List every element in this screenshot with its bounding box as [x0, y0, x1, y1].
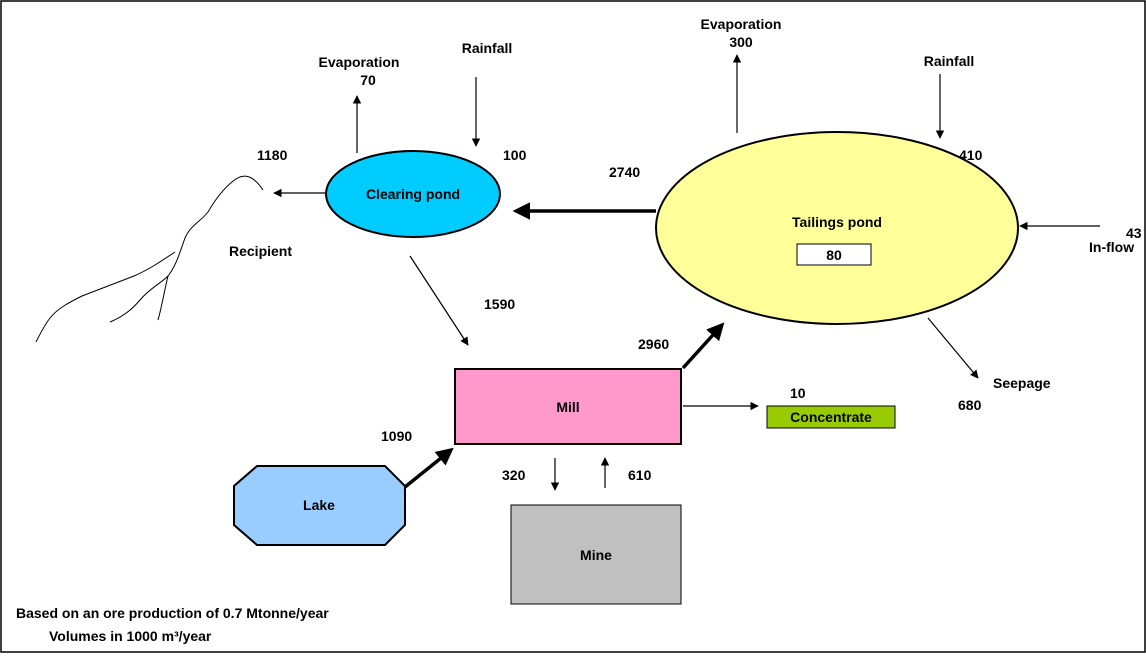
clearing-rainfall-label: Rainfall [462, 40, 513, 56]
clearing-pond-label: Clearing pond [366, 186, 460, 202]
seepage-value: 680 [958, 397, 982, 413]
mine-label: Mine [580, 547, 612, 563]
tailings-to-clearing-value: 2740 [609, 164, 640, 180]
lake-to-mill-value: 1090 [381, 428, 412, 444]
note-ore-production: Based on an ore production of 0.7 Mtonne… [16, 605, 329, 621]
mill-to-tailings-value: 2960 [638, 336, 669, 352]
mine-to-mill-value: 610 [628, 467, 652, 483]
tailings-evaporation-label: Evaporation [701, 16, 782, 32]
clearing-to-recipient-value: 1180 [257, 147, 288, 163]
mill-to-concentrate-value: 10 [790, 385, 806, 401]
clearing-evaporation-value: 70 [360, 72, 376, 88]
tailings-storage-box [796, 243, 872, 266]
mill-node [454, 368, 682, 445]
seepage-label: Seepage [993, 375, 1051, 391]
lake-node [233, 465, 406, 546]
tailings-storage-value: 80 [826, 247, 842, 263]
clearing-to-mill-value: 1590 [484, 296, 515, 312]
mill-to-tailings-arrow [681, 322, 725, 370]
tailings-rainfall-label: Rainfall [924, 53, 975, 69]
clearing-to-mill-arrow [409, 255, 469, 346]
concentrate-node [766, 405, 896, 429]
clearing-pond-node [325, 150, 501, 238]
lake-label: Lake [303, 497, 335, 513]
recipient-label: Recipient [229, 243, 292, 259]
mine-node [510, 504, 682, 605]
seepage-arrow [927, 317, 979, 379]
tailings-evaporation-value: 300 [729, 34, 753, 50]
note-volume-units: Volumes in 1000 m³/year [49, 628, 212, 644]
clearing-rainfall-value: 100 [503, 147, 527, 163]
lake-to-mill-arrow [403, 447, 454, 489]
mill-label: Mill [556, 399, 579, 415]
inflow-value: 43 [1126, 225, 1142, 241]
clearing-evaporation-label: Evaporation [319, 54, 400, 70]
inflow-label: In-flow [1089, 239, 1134, 255]
recipient-river [35, 175, 264, 343]
concentrate-label: Concentrate [790, 409, 872, 425]
tailings-pond-label: Tailings pond [792, 214, 882, 230]
mill-to-mine-value: 320 [502, 467, 526, 483]
tailings-pond-node [655, 131, 1019, 325]
tailings-rainfall-value: 410 [959, 147, 983, 163]
